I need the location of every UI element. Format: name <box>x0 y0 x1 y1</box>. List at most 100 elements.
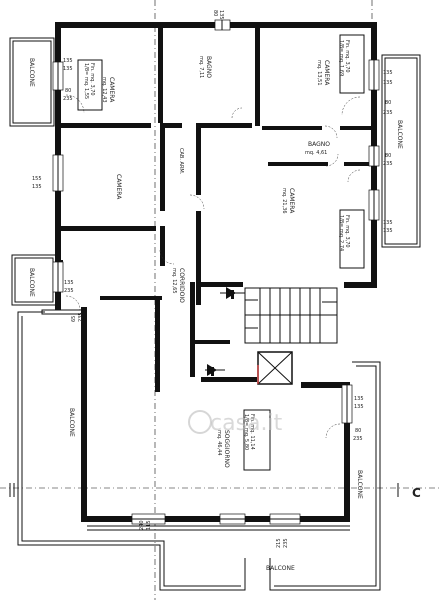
section-marker-label: C <box>412 486 421 500</box>
section-marker-right: C <box>397 483 421 500</box>
svg-text:235: 235 <box>353 436 363 442</box>
svg-text:1/8= mq. 1,55: 1/8= mq. 1,55 <box>83 63 89 99</box>
svg-text:135: 135 <box>218 10 224 20</box>
svg-text:80: 80 <box>385 100 391 106</box>
svg-text:235: 235 <box>78 312 84 322</box>
svg-text:235: 235 <box>283 538 289 548</box>
ratio-box-camera-right: Fin. mq. 3,70 1/8= mq. 2,74 <box>338 209 365 269</box>
dim-right-window: 135 135 <box>383 220 393 234</box>
window-left-mid <box>52 154 64 192</box>
window-soggiorno-bottom-left <box>131 513 166 525</box>
svg-text:BAGNO: BAGNO <box>205 56 212 78</box>
room-soggiorno: SOGGIORNO mq. 46,44 <box>216 430 230 468</box>
ratio-box-camera-tr: Fin. mq. 3,70 1/8= mq. 1,69 <box>338 34 365 94</box>
svg-text:65: 65 <box>71 316 77 322</box>
ratio-box-soggiorno: Fin. mq. 11,14 1/8= mq. 5,80 <box>243 409 271 471</box>
dim-soggiorno-window: 135 135 <box>354 396 364 410</box>
svg-text:CAMERA: CAMERA <box>323 60 330 86</box>
door-swing <box>159 249 175 265</box>
entrance-arrow-icon <box>220 287 245 299</box>
svg-text:135: 135 <box>63 66 73 72</box>
dim-left-mid: 155 135 <box>32 176 42 190</box>
interior-walls-upper <box>61 28 371 392</box>
svg-text:mq. 13,51: mq. 13,51 <box>316 60 322 86</box>
balcony-label-bottom: BALCONE <box>266 565 295 572</box>
svg-text:135: 135 <box>32 184 42 190</box>
svg-text:80: 80 <box>65 88 71 94</box>
dim-tl-door: 80 235 <box>63 88 73 102</box>
balcony-label-lower-right: BALCONE <box>356 470 363 499</box>
svg-text:BALCONE: BALCONE <box>28 268 35 297</box>
svg-text:mq. 21,36: mq. 21,36 <box>281 188 287 214</box>
svg-text:135: 135 <box>383 70 393 76</box>
section-marker-left <box>9 483 15 497</box>
svg-text:135: 135 <box>63 58 73 64</box>
room-camera-right: CAMERA mq. 21,36 <box>281 188 295 214</box>
svg-text:155: 155 <box>32 176 42 182</box>
room-bagno-right: BAGNO mq. 4,61 <box>305 141 330 156</box>
svg-text:SOGGIORNO: SOGGIORNO <box>223 430 230 468</box>
svg-text:BALCONE: BALCONE <box>396 120 403 149</box>
ratio-box-camera-tl: Fin. mq. 3,70 1/8= mq. 1,55 <box>77 59 103 111</box>
elevator-shaft <box>257 351 293 385</box>
svg-text:235: 235 <box>63 96 73 102</box>
svg-text:80: 80 <box>355 428 361 434</box>
dim-left-balcony-door: 65 235 <box>71 312 84 322</box>
svg-text:135: 135 <box>354 404 364 410</box>
svg-text:mq. 12,65: mq. 12,65 <box>171 268 177 294</box>
dim-tl-window: 135 135 <box>63 58 73 72</box>
dim-soggiorno-door: 80 235 <box>353 428 363 442</box>
svg-text:135: 135 <box>64 280 74 286</box>
svg-text:BALCONE: BALCONE <box>28 58 35 87</box>
watermark-text: casa.it <box>210 411 283 436</box>
balcony-left-mid: BALCONE <box>11 254 57 306</box>
svg-text:Fin. mq. 3,70: Fin. mq. 3,70 <box>89 63 95 96</box>
svg-text:80: 80 <box>385 153 391 159</box>
dim-top-door: 80 135 <box>212 10 224 20</box>
room-corridoio: CORRIDOIO mq. 12,65 <box>171 268 185 303</box>
door-swing <box>65 94 85 114</box>
window-soggiorno-right <box>341 384 353 424</box>
dim-right-mid: 80 235 <box>383 153 393 167</box>
svg-text:135: 135 <box>383 80 393 86</box>
door-swing <box>189 194 205 210</box>
svg-text:235: 235 <box>383 110 393 116</box>
svg-text:mq. 46,44: mq. 46,44 <box>216 430 222 456</box>
window-right-mid <box>368 145 380 167</box>
room-camera-mid-left: CAMERA <box>115 174 122 200</box>
svg-text:mq. 4,61: mq. 4,61 <box>305 150 327 156</box>
door-swing <box>65 295 81 311</box>
outer-walls-lower <box>41 307 350 522</box>
svg-text:135: 135 <box>383 220 393 226</box>
balcony-left-top: BALCONE <box>9 37 55 127</box>
room-bagno-top: BAGNO mq. 7,11 <box>198 56 212 78</box>
dim-tr-window: 135 135 <box>383 70 393 86</box>
window-right-top <box>368 59 380 91</box>
window-right-lower <box>368 189 380 221</box>
svg-text:mq. 12,43: mq. 12,43 <box>101 77 107 103</box>
svg-text:Fin. mq. 11,14: Fin. mq. 11,14 <box>249 414 255 450</box>
staircase <box>244 287 338 344</box>
door-swing <box>341 96 361 116</box>
watermark-logo: casa.it <box>188 410 283 436</box>
window-soggiorno-bottom-mid <box>219 513 246 525</box>
svg-text:CAMERA: CAMERA <box>288 188 295 214</box>
svg-text:CORRIDOIO: CORRIDOIO <box>178 268 185 303</box>
svg-text:235: 235 <box>64 288 74 294</box>
svg-text:135: 135 <box>383 228 393 234</box>
svg-text:240: 240 <box>139 520 145 530</box>
svg-text:235: 235 <box>383 161 393 167</box>
door-swing <box>325 153 339 167</box>
door-swing <box>324 125 338 139</box>
svg-text:CAMERA: CAMERA <box>108 77 115 103</box>
dim-tr-door: 80 235 <box>383 100 393 116</box>
room-cab-arm: CAB. ARM. <box>178 148 184 175</box>
balcony-lower-outline <box>17 311 381 591</box>
dim-left-balcony-window: 135 235 <box>64 280 74 294</box>
svg-text:215: 215 <box>276 538 282 548</box>
entrance-arrow-icon-lower <box>205 364 225 376</box>
svg-text:1/8= mq. 5,80: 1/8= mq. 5,80 <box>243 414 249 450</box>
door-swing <box>347 169 361 183</box>
room-camera-top-right: CAMERA mq. 13,51 <box>316 60 330 86</box>
